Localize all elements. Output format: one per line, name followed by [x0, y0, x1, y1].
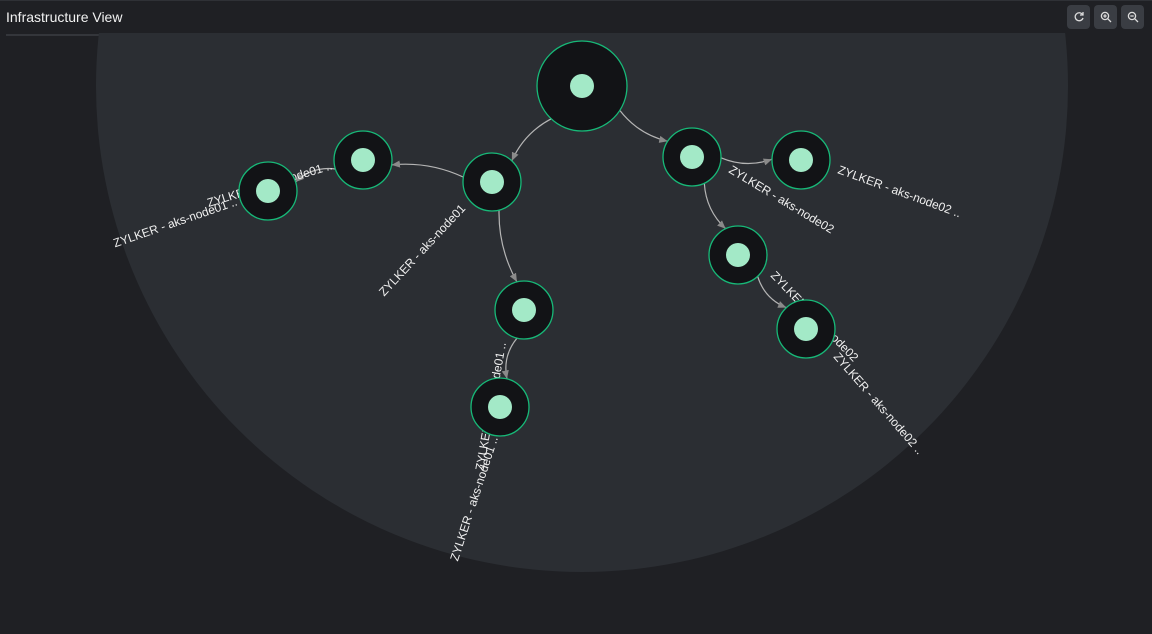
node-status-dot [488, 395, 512, 419]
edge-root-f [619, 110, 668, 143]
node-status-dot [794, 317, 818, 341]
node-status-dot [726, 243, 750, 267]
edge-f-g [720, 157, 773, 166]
panel-title: Infrastructure View [6, 9, 123, 25]
node-f[interactable] [662, 127, 722, 187]
zoom-out-button[interactable] [1121, 5, 1144, 29]
node-e[interactable] [470, 377, 530, 437]
refresh-button[interactable] [1067, 5, 1090, 29]
refresh-icon [1074, 12, 1084, 22]
node-status-dot [256, 179, 280, 203]
title-underline [6, 34, 156, 36]
toolbar [1067, 5, 1144, 29]
edge-a-b [391, 160, 464, 178]
edge-d-e [501, 337, 518, 379]
node-status-dot [680, 145, 704, 169]
node-h[interactable] [708, 225, 768, 285]
zoom-in-icon [1100, 11, 1111, 23]
edge-f-h [703, 183, 727, 230]
node-status-dot [570, 74, 594, 98]
zoom-out-icon [1127, 11, 1138, 23]
edge-b-c [295, 167, 336, 183]
node-d[interactable] [494, 280, 554, 340]
node-status-dot [480, 170, 504, 194]
node-i[interactable] [776, 299, 836, 359]
edge-h-i [757, 276, 787, 309]
node-b[interactable] [333, 130, 393, 190]
edge-a-d [498, 210, 518, 283]
node-a[interactable] [462, 152, 522, 212]
node-root[interactable] [536, 40, 628, 132]
node-status-dot [512, 298, 536, 322]
node-status-dot [351, 148, 375, 172]
panel-header: Infrastructure View [0, 0, 1152, 36]
zoom-in-button[interactable] [1094, 5, 1117, 29]
node-status-dot [789, 148, 813, 172]
node-c[interactable] [238, 161, 298, 221]
node-g[interactable] [771, 130, 831, 190]
edge-root-a [511, 118, 552, 162]
